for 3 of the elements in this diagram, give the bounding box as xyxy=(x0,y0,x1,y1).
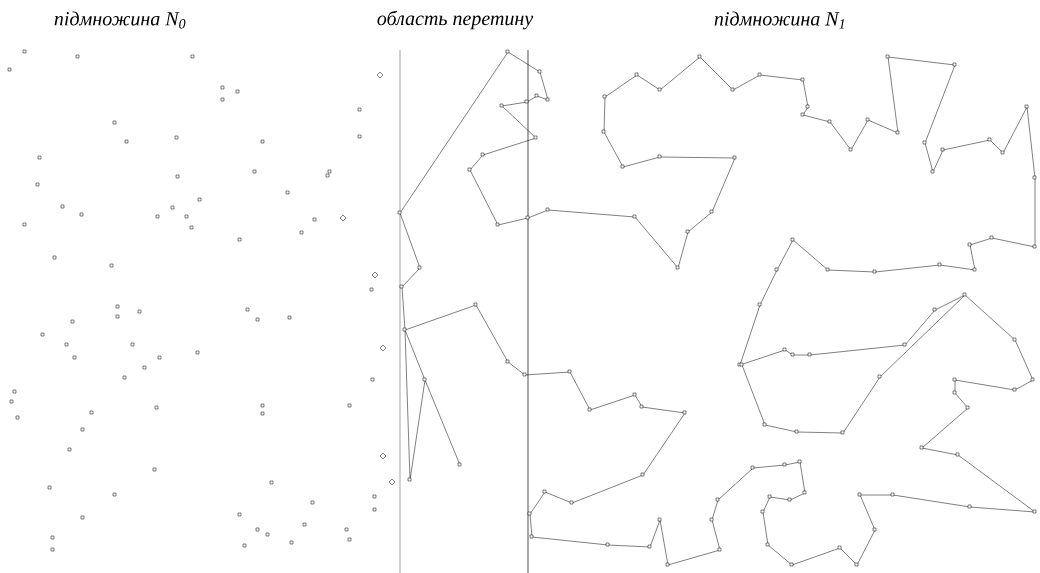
panel-heading: область перетину xyxy=(377,10,534,30)
panel-heading: підмножина N$_{1}$ xyxy=(714,11,845,29)
panel-heading: підмножина N$_{0}$ xyxy=(54,11,186,29)
